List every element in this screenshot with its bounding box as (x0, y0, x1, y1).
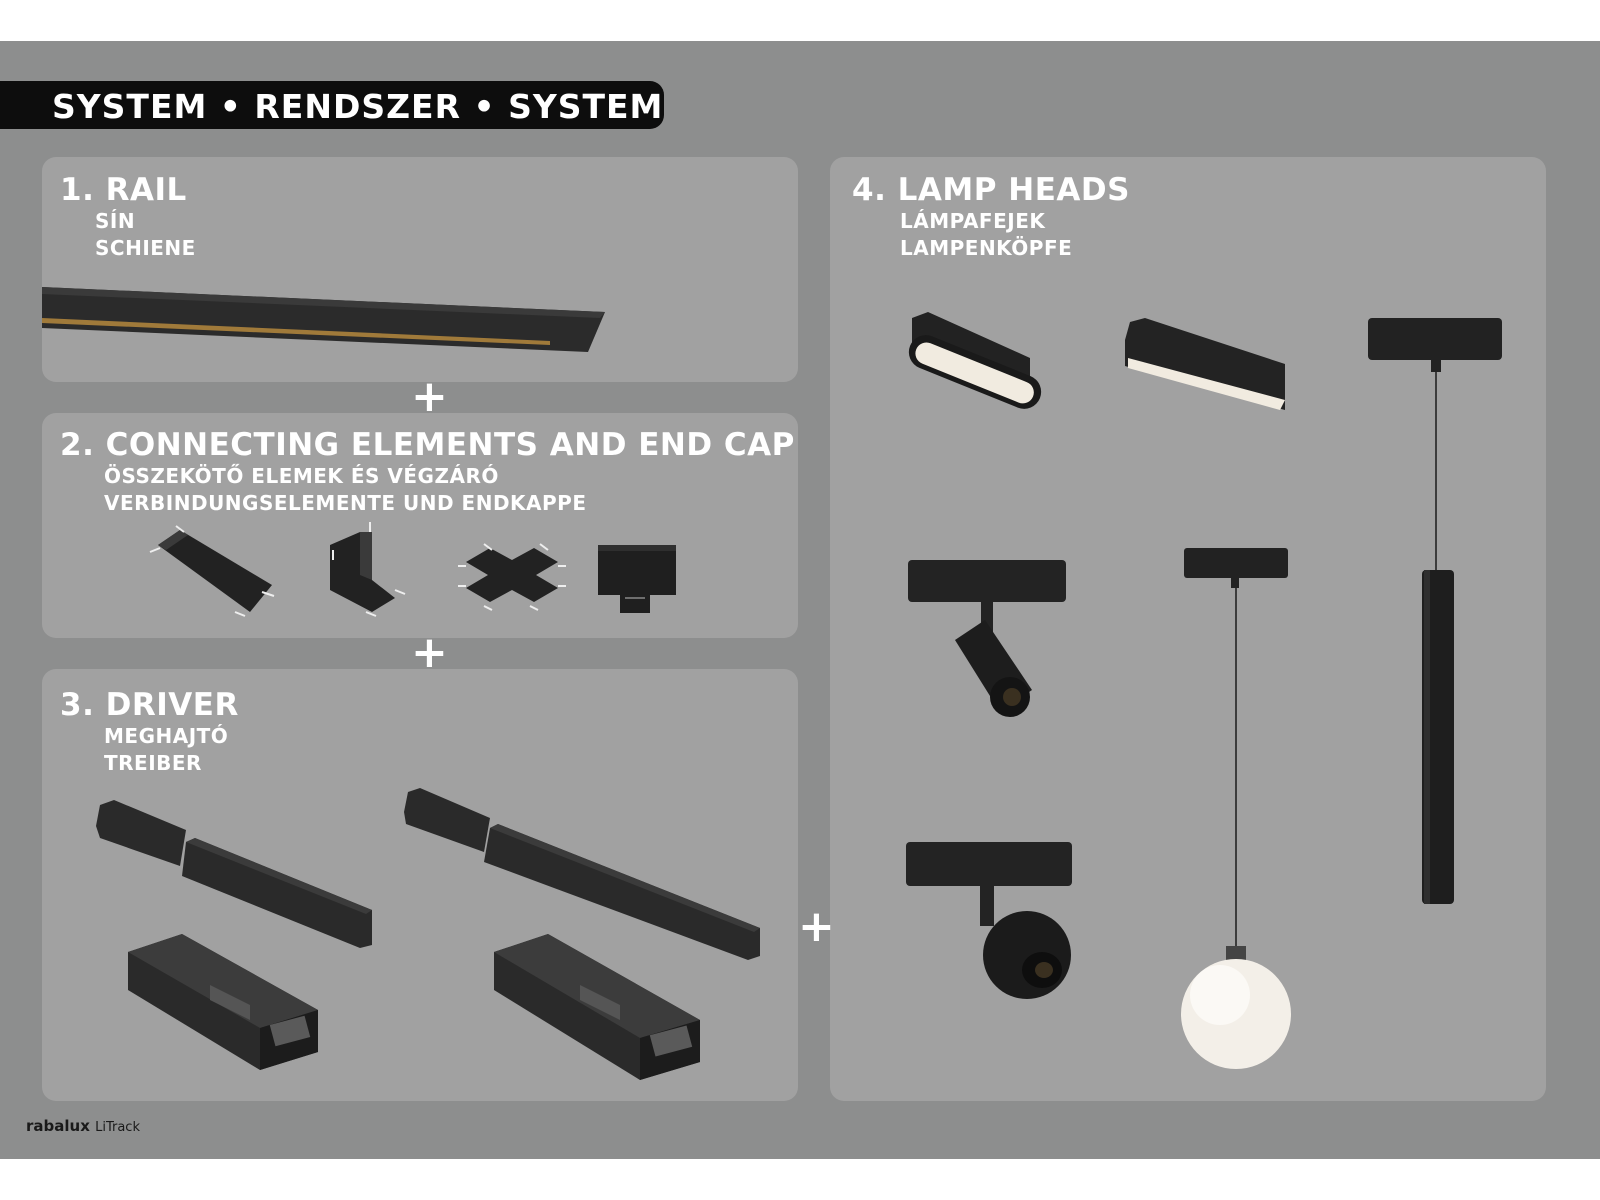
page-title: SYSTEM • RENDSZER • SYSTEM (52, 87, 664, 126)
rail-illustration (42, 287, 605, 352)
connecting-sub-hu: ÖSSZEKÖTŐ ELEMEK ÉS VÉGZÁRÓ (104, 464, 499, 488)
linear-lamp-illustration (1125, 318, 1285, 410)
rail-sub-hu: SÍN (95, 209, 136, 233)
brand-name: rabalux (26, 1117, 90, 1135)
end-cap-illustration (598, 545, 676, 613)
cross-connector-illustration (458, 543, 566, 611)
straight-connector-illustration (149, 525, 275, 617)
box-driver-illustration-2 (494, 934, 700, 1080)
rail-driver-illustration-2 (404, 788, 760, 960)
connecting-sub-de: VERBINDUNGSELEMENTE UND ENDKAPPE (104, 491, 587, 515)
tilted-linear-lamp-illustration (908, 312, 1042, 409)
sphere-spotlight-illustration (906, 842, 1072, 999)
brand-product: LiTrack (95, 1120, 140, 1135)
lamp-heads-sub-de: LAMPENKÖPFE (900, 236, 1073, 260)
plus-sign-1: + (411, 371, 448, 422)
rail-sub-de: SCHIENE (95, 236, 196, 260)
box-driver-illustration-1 (128, 934, 318, 1070)
lamp-heads-heading: 4. LAMP HEADS (852, 172, 1130, 208)
connecting-heading: 2. CONNECTING ELEMENTS AND END CAP (60, 427, 795, 463)
driver-heading: 3. DRIVER (60, 687, 239, 723)
brand-logo: rabalux LiTrack (26, 1117, 140, 1135)
title-bar: SYSTEM • RENDSZER • SYSTEM (0, 81, 664, 129)
rail-driver-illustration-1 (96, 800, 372, 948)
globe-pendant-illustration (1181, 548, 1291, 1069)
connecting-elements-panel (42, 413, 798, 638)
driver-sub-de: TREIBER (104, 751, 202, 775)
corner-connector-illustration (330, 522, 406, 617)
tube-pendant-illustration (1368, 318, 1502, 904)
lamp-heads-sub-hu: LÁMPAFEJEK (900, 209, 1046, 233)
spotlight-lamp-illustration (908, 560, 1066, 717)
plus-sign-3: + (798, 901, 835, 952)
driver-sub-hu: MEGHAJTÓ (104, 724, 229, 748)
rail-heading: 1. RAIL (60, 172, 187, 208)
plus-sign-2: + (411, 627, 448, 678)
